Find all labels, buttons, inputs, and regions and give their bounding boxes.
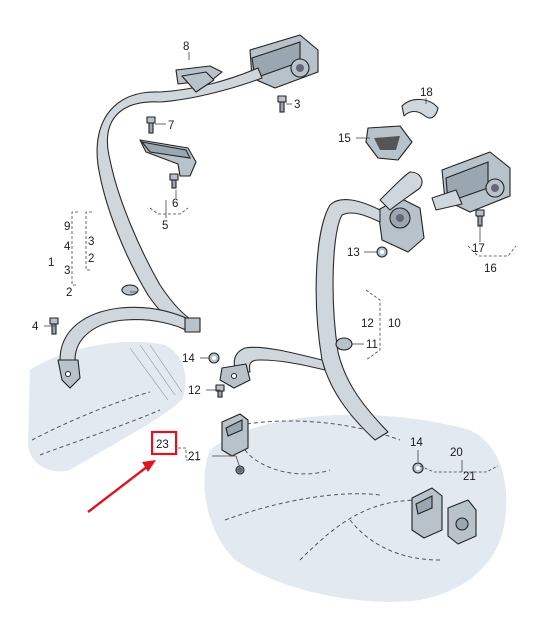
label-3-top: 3 [294, 99, 300, 111]
label-15: 15 [338, 133, 351, 145]
cable-clip-8 [175, 65, 223, 93]
label-2: 2 [66, 287, 72, 299]
bolt-7 [146, 116, 156, 134]
label-4-bracket: 4 [64, 241, 71, 253]
centre-belt-retractor [377, 197, 425, 253]
label-12-upper: 12 [361, 318, 374, 330]
label-9: 9 [64, 221, 70, 233]
label-5: 5 [162, 220, 168, 232]
belt-buckle-23 [221, 413, 249, 475]
label-17: 17 [472, 243, 485, 255]
label-1: 1 [48, 257, 54, 269]
label-18: 18 [420, 87, 433, 99]
label-10: 10 [388, 318, 401, 330]
nut-13 [376, 246, 388, 258]
label-13: 13 [347, 247, 360, 259]
right-seat-cushion [204, 414, 507, 602]
label-12-lower: 12 [188, 385, 201, 397]
label-2-bracket: 2 [88, 253, 94, 265]
highlighted-part-23: 23 [150, 430, 178, 456]
left-belt-webbing [59, 67, 263, 361]
label-21-left: 21 [188, 451, 201, 463]
bolt-12 [215, 384, 225, 398]
bolt-4 [49, 317, 59, 335]
label-8: 8 [183, 41, 189, 53]
double-belt-buckle-20 [411, 487, 477, 545]
label-6: 6 [172, 198, 178, 210]
centre-belt-anchor-plate [219, 363, 251, 389]
nut-14-left [208, 352, 220, 364]
cap-2 [121, 284, 139, 296]
left-belt-anchor [57, 359, 81, 389]
right-belt-retractor-16 [431, 151, 511, 213]
label-20: 20 [450, 447, 463, 459]
label-14-right: 14 [410, 437, 423, 449]
label-7: 7 [168, 120, 174, 132]
nut-14-right [412, 462, 424, 474]
label-14-left: 14 [182, 353, 195, 365]
leader-lines [44, 52, 481, 472]
cap-11 [335, 337, 353, 351]
trim-cover-18 [401, 98, 439, 119]
label-4: 4 [32, 321, 39, 333]
centre-belt-webbing [233, 171, 423, 441]
bolt-21-left [237, 467, 243, 473]
guide-bracket-5 [139, 139, 197, 177]
label-21-right: 21 [463, 471, 476, 483]
belt-guide-15 [365, 125, 413, 161]
label-23: 23 [156, 439, 169, 451]
part-number-labels: 8 3 7 6 5 9 3 4 1 2 3 2 4 18 15 13 17 16… [32, 41, 497, 483]
bolt-6 [169, 173, 179, 189]
grouping-brackets [71, 207, 517, 473]
bolt-17 [475, 209, 485, 227]
label-11: 11 [366, 339, 378, 351]
label-16: 16 [484, 263, 497, 275]
bolt-3 [277, 95, 287, 113]
red-arrow-icon [87, 460, 156, 513]
upper-left-belt-retractor [249, 34, 319, 89]
label-3-mid: 3 [88, 236, 94, 248]
label-3-low: 3 [64, 265, 70, 277]
